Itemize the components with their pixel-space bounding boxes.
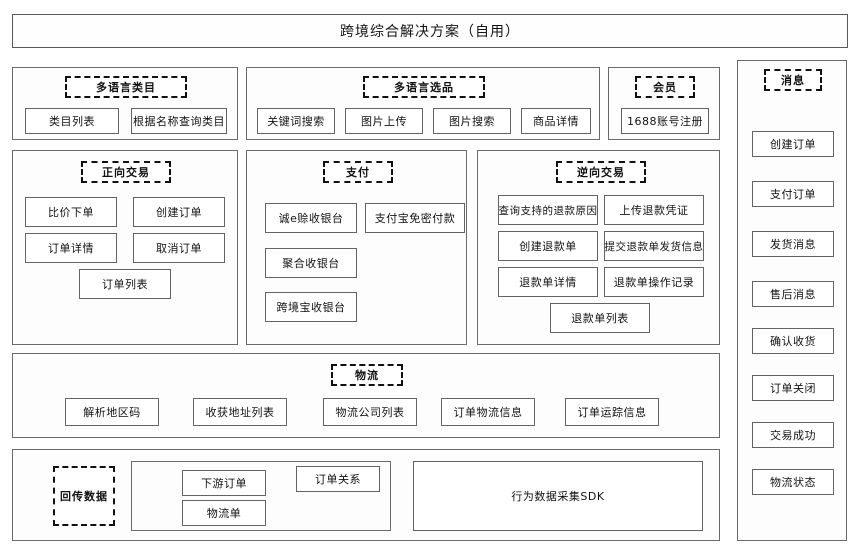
box-message-create-order[interactable]: 创建订单 <box>752 131 834 157</box>
section-label-logistics: 物流 <box>331 364 403 386</box>
box-order-list[interactable]: 订单列表 <box>79 269 171 299</box>
box-create-order[interactable]: 创建订单 <box>133 197 225 227</box>
section-label-multilang-category: 多语言类目 <box>65 76 187 98</box>
panel-logistics: 物流 解析地区码 收获地址列表 物流公司列表 订单物流信息 订单运踪信息 <box>12 353 720 438</box>
box-downstream-order[interactable]: 下游订单 <box>182 470 266 496</box>
panel-forward-trade: 正向交易 比价下单 创建订单 订单详情 取消订单 订单列表 <box>12 150 238 345</box>
box-upload-refund-proof[interactable]: 上传退款凭证 <box>604 195 704 225</box>
box-cancel-order[interactable]: 取消订单 <box>133 233 225 263</box>
box-message-shipment[interactable]: 发货消息 <box>752 231 834 257</box>
box-query-category-by-name[interactable]: 根据名称查询类目 <box>131 108 227 134</box>
box-compare-price-order[interactable]: 比价下单 <box>25 197 117 227</box>
panel-multilang-product: 多语言选品 关键词搜索 图片上传 图片搜索 商品详情 <box>246 67 600 140</box>
box-refund-order-list[interactable]: 退款单列表 <box>550 303 650 333</box>
box-cross-border-cashier[interactable]: 跨境宝收银台 <box>265 292 357 322</box>
panel-payment: 支付 诚e赊收银台 支付宝免密付款 聚合收银台 跨境宝收银台 <box>246 150 467 345</box>
box-submit-refund-shipping-info[interactable]: 提交退款单发货信息 <box>604 231 704 261</box>
box-create-refund-order[interactable]: 创建退款单 <box>498 231 598 261</box>
section-label-callback-data: 回传数据 <box>53 466 115 526</box>
box-message-logistics-status[interactable]: 物流状态 <box>752 469 834 495</box>
panel-message: 消息 创建订单 支付订单 发货消息 售后消息 确认收货 订单关闭 交易成功 物流… <box>737 60 847 541</box>
panel-reverse-trade: 逆向交易 查询支持的退款原因 上传退款凭证 创建退款单 提交退款单发货信息 退款… <box>477 150 720 345</box>
box-message-trade-success[interactable]: 交易成功 <box>752 422 834 448</box>
section-label-multilang-product: 多语言选品 <box>363 76 485 98</box>
section-label-message: 消息 <box>764 69 822 91</box>
box-refund-order-detail[interactable]: 退款单详情 <box>498 267 598 297</box>
box-image-upload[interactable]: 图片上传 <box>345 108 423 134</box>
box-image-search[interactable]: 图片搜索 <box>433 108 511 134</box>
box-order-detail[interactable]: 订单详情 <box>25 233 117 263</box>
box-behavior-data-sdk[interactable]: 行为数据采集SDK <box>413 461 703 531</box>
box-message-after-sales[interactable]: 售后消息 <box>752 281 834 307</box>
box-category-list[interactable]: 类目列表 <box>25 108 119 134</box>
page-title: 跨境综合解决方案（自用） <box>12 14 848 48</box>
section-label-payment: 支付 <box>323 161 393 183</box>
box-keyword-search[interactable]: 关键词搜索 <box>257 108 335 134</box>
box-logistics-order[interactable]: 物流单 <box>182 500 266 526</box>
box-aggregate-cashier[interactable]: 聚合收银台 <box>265 248 357 278</box>
box-parse-region-code[interactable]: 解析地区码 <box>65 398 159 426</box>
subgroup-order-data: 下游订单 订单关系 物流单 <box>131 461 391 531</box>
box-product-detail[interactable]: 商品详情 <box>521 108 591 134</box>
box-1688-account-register[interactable]: 1688账号注册 <box>621 108 709 134</box>
section-label-member: 会员 <box>635 76 695 98</box>
box-alipay-no-password[interactable]: 支付宝免密付款 <box>365 203 465 233</box>
box-order-tracking-info[interactable]: 订单运踪信息 <box>565 398 659 426</box>
box-refund-operation-log[interactable]: 退款单操作记录 <box>604 267 704 297</box>
panel-member: 会员 1688账号注册 <box>608 67 720 140</box>
panel-multilang-category: 多语言类目 类目列表 根据名称查询类目 <box>12 67 238 140</box>
box-logistics-company-list[interactable]: 物流公司列表 <box>323 398 417 426</box>
box-message-confirm-receipt[interactable]: 确认收货 <box>752 328 834 354</box>
box-receive-address-list[interactable]: 收获地址列表 <box>193 398 287 426</box>
box-chengeshe-cashier[interactable]: 诚e赊收银台 <box>265 203 357 233</box>
section-label-forward-trade: 正向交易 <box>81 161 171 183</box>
box-order-logistics-info[interactable]: 订单物流信息 <box>441 398 535 426</box>
box-message-order-closed[interactable]: 订单关闭 <box>752 375 834 401</box>
box-query-refund-reasons[interactable]: 查询支持的退款原因 <box>498 195 598 225</box>
section-label-reverse-trade: 逆向交易 <box>556 161 646 183</box>
box-message-pay-order[interactable]: 支付订单 <box>752 181 834 207</box>
panel-callback-data: 回传数据 下游订单 订单关系 物流单 行为数据采集SDK <box>12 449 720 541</box>
box-order-relation[interactable]: 订单关系 <box>296 466 380 492</box>
